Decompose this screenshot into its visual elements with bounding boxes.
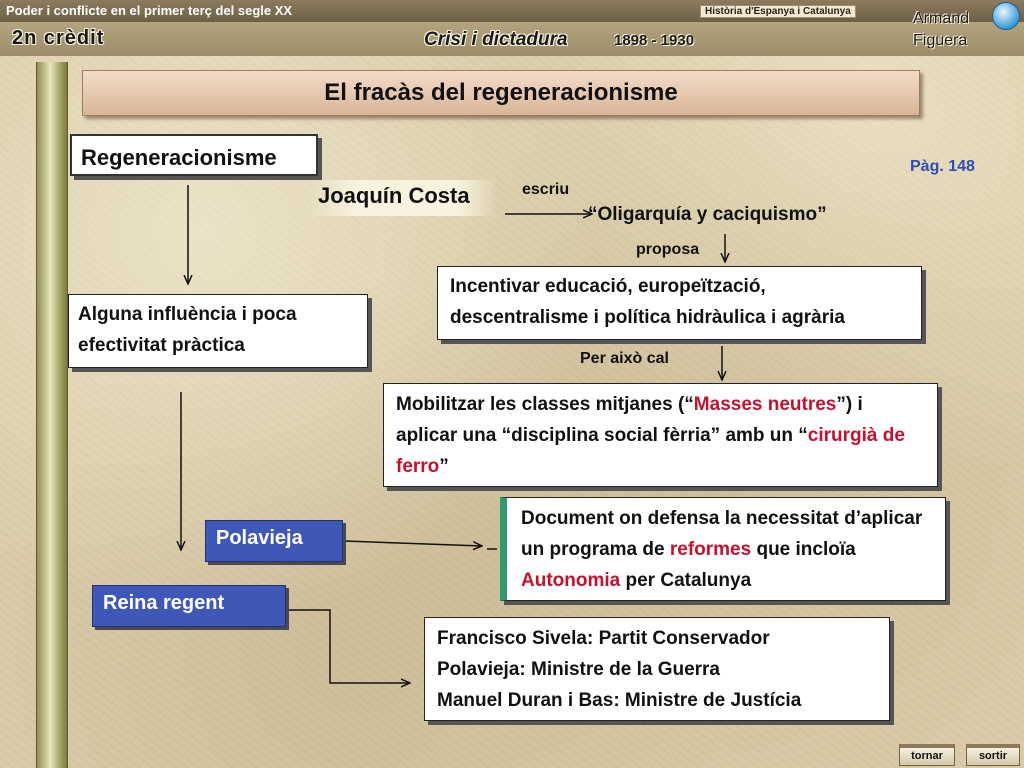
decorative-pillar (36, 62, 68, 768)
document-text-2: que incloïa (751, 539, 856, 560)
joaquin-costa-label: Joaquín Costa (308, 180, 496, 216)
proposa-label: proposa (636, 241, 700, 258)
escriu-label: escriu (522, 181, 570, 198)
course-name: Història d'Espanya i Catalunya (700, 5, 856, 18)
mobilitzar-text-1: Mobilitzar les classes mitjanes (“ (396, 394, 694, 415)
sub-header-bar (0, 22, 1024, 56)
reformes-highlight: reformes (669, 539, 752, 560)
document-box: Document on defensa la necessitat d’apli… (500, 497, 946, 601)
document-text-3: per Catalunya (620, 570, 752, 591)
govern-line: Manuel Duran i Bas: Ministre de Justícia (437, 690, 802, 711)
mobilitzar-text-3: ” (439, 456, 449, 477)
govern-box: Francisco Sivela: Partit Conservador Pol… (424, 617, 890, 721)
mobilitzar-text-2: ”) i aplicar una “disciplina social fèrr… (396, 394, 863, 446)
book-title-label: “Oligarquía y caciquismo” (588, 204, 827, 225)
subject-title: Poder i conflicte en el primer terç del … (6, 3, 293, 18)
per-aixo-label: Per això cal (580, 350, 669, 367)
period-years: 1898 - 1930 (614, 32, 695, 49)
govern-line: Polavieja: Ministre de la Guerra (437, 659, 720, 680)
author-last-name: Figuera (913, 32, 968, 49)
mobilitzar-box: Mobilitzar les classes mitjanes (“Masses… (383, 383, 938, 487)
govern-line: Francisco Sivela: Partit Conservador (437, 628, 770, 649)
regeneracionisme-box: Regeneracionisme (70, 134, 318, 176)
polavieja-box: Polavieja (205, 520, 343, 562)
credit-label: 2n crèdit (12, 27, 105, 49)
alguna-influencia-box: Alguna influència i poca efectivitat prà… (68, 294, 368, 368)
slide-title: El fracàs del regeneracionisme (82, 70, 920, 116)
document-text-1: Document on defensa la necessitat d’apli… (521, 508, 923, 560)
top-header-bar: Poder i conflicte en el primer terç del … (0, 0, 1024, 22)
masses-neutres-highlight: Masses neutres (693, 394, 837, 415)
sortir-button[interactable]: sortir (966, 744, 1020, 766)
reina-regent-box: Reina regent (92, 585, 286, 627)
author-first-name: Armand (913, 10, 970, 27)
period-title: Crisi i dictadura (424, 29, 568, 50)
incentivar-box: Incentivar educació, europeïtzació, desc… (437, 266, 922, 340)
autonomia-highlight: Autonomia (521, 570, 621, 591)
arrow-reina-to-govern (286, 609, 410, 683)
globe-logo-icon (992, 2, 1020, 30)
page-reference: Pàg. 148 (910, 158, 975, 175)
arrow-polavieja-to-document (344, 540, 482, 546)
tornar-button[interactable]: tornar (899, 744, 955, 766)
author-name: Armand Figuera (913, 8, 969, 52)
cirurgia-de-ferro-highlight: cirurgià de ferro (396, 425, 905, 477)
